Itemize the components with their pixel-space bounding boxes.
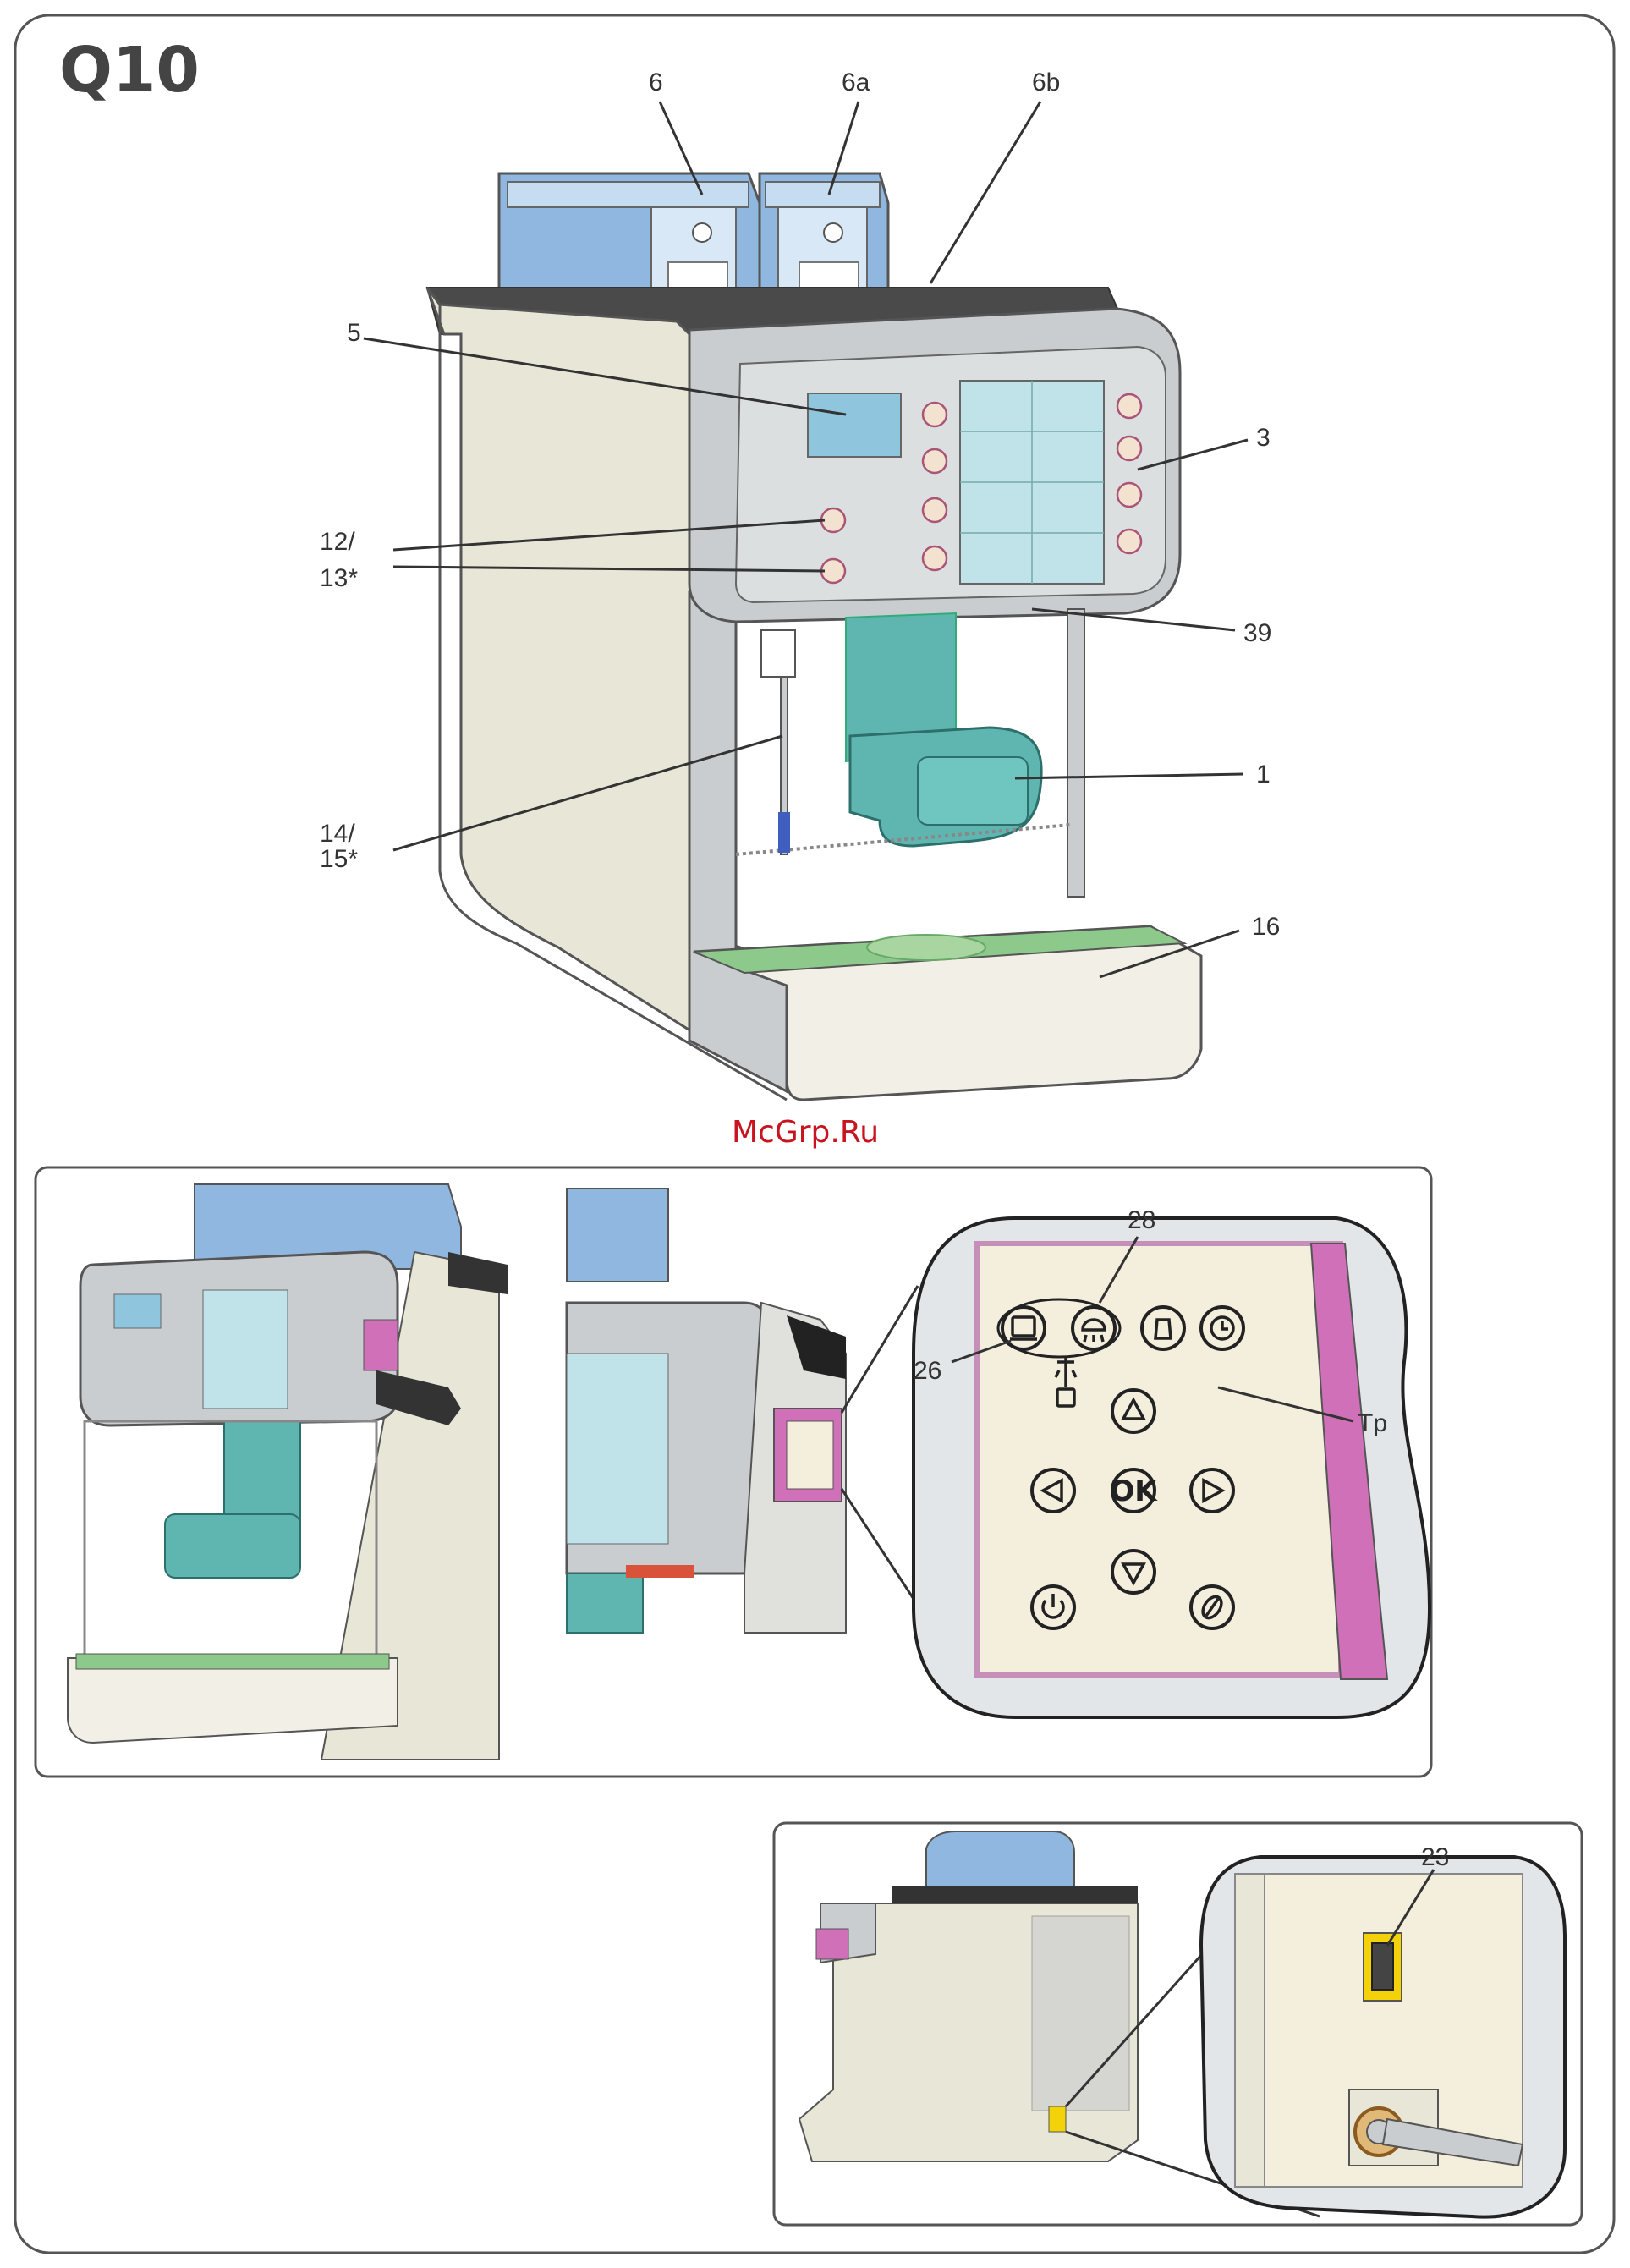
machine-front-view <box>68 1184 508 1760</box>
callout-tp: Tp <box>1358 1409 1387 1437</box>
right-button[interactable] <box>1191 1469 1233 1512</box>
callout-6b: 6b <box>1032 69 1060 96</box>
callout-12: 12/ <box>320 528 355 556</box>
left-button[interactable] <box>1032 1469 1074 1512</box>
power-button[interactable] <box>1032 1586 1074 1628</box>
ok-label: OK <box>1110 1474 1158 1508</box>
callout-15: 15* <box>320 845 358 873</box>
callout-16: 16 <box>1252 913 1280 941</box>
callout-6a: 6a <box>842 69 870 96</box>
callout-13: 13* <box>320 564 358 592</box>
coffee-bean-button[interactable] <box>1191 1586 1233 1628</box>
callout-28: 28 <box>1128 1206 1155 1234</box>
machine-rear-view <box>799 1831 1138 2161</box>
right-column <box>1067 609 1084 897</box>
callout-23: 23 <box>1421 1843 1449 1871</box>
down-button[interactable] <box>1112 1551 1155 1593</box>
callout-39: 39 <box>1243 619 1271 647</box>
machine-side-closeup <box>567 1189 846 1633</box>
ok-button[interactable]: OK <box>1110 1469 1158 1512</box>
timer-button[interactable] <box>1201 1307 1243 1349</box>
model-title: Q10 <box>59 34 200 107</box>
callout-1: 1 <box>1256 761 1271 788</box>
callout-3: 3 <box>1256 424 1271 452</box>
up-button[interactable] <box>1112 1390 1155 1432</box>
milk-button[interactable] <box>1142 1307 1184 1349</box>
callout-6: 6 <box>649 69 663 96</box>
main-machine <box>427 173 1201 1100</box>
callout-26: 26 <box>914 1357 941 1385</box>
zoom-connectors <box>842 1286 918 1599</box>
watermark: McGrp.Ru <box>732 1115 879 1150</box>
callout-5: 5 <box>347 319 361 347</box>
steam-button[interactable] <box>1073 1307 1115 1349</box>
main-power-switch[interactable] <box>1364 1933 1402 2001</box>
callout-14: 14/ <box>320 820 355 848</box>
status-display <box>808 393 901 457</box>
